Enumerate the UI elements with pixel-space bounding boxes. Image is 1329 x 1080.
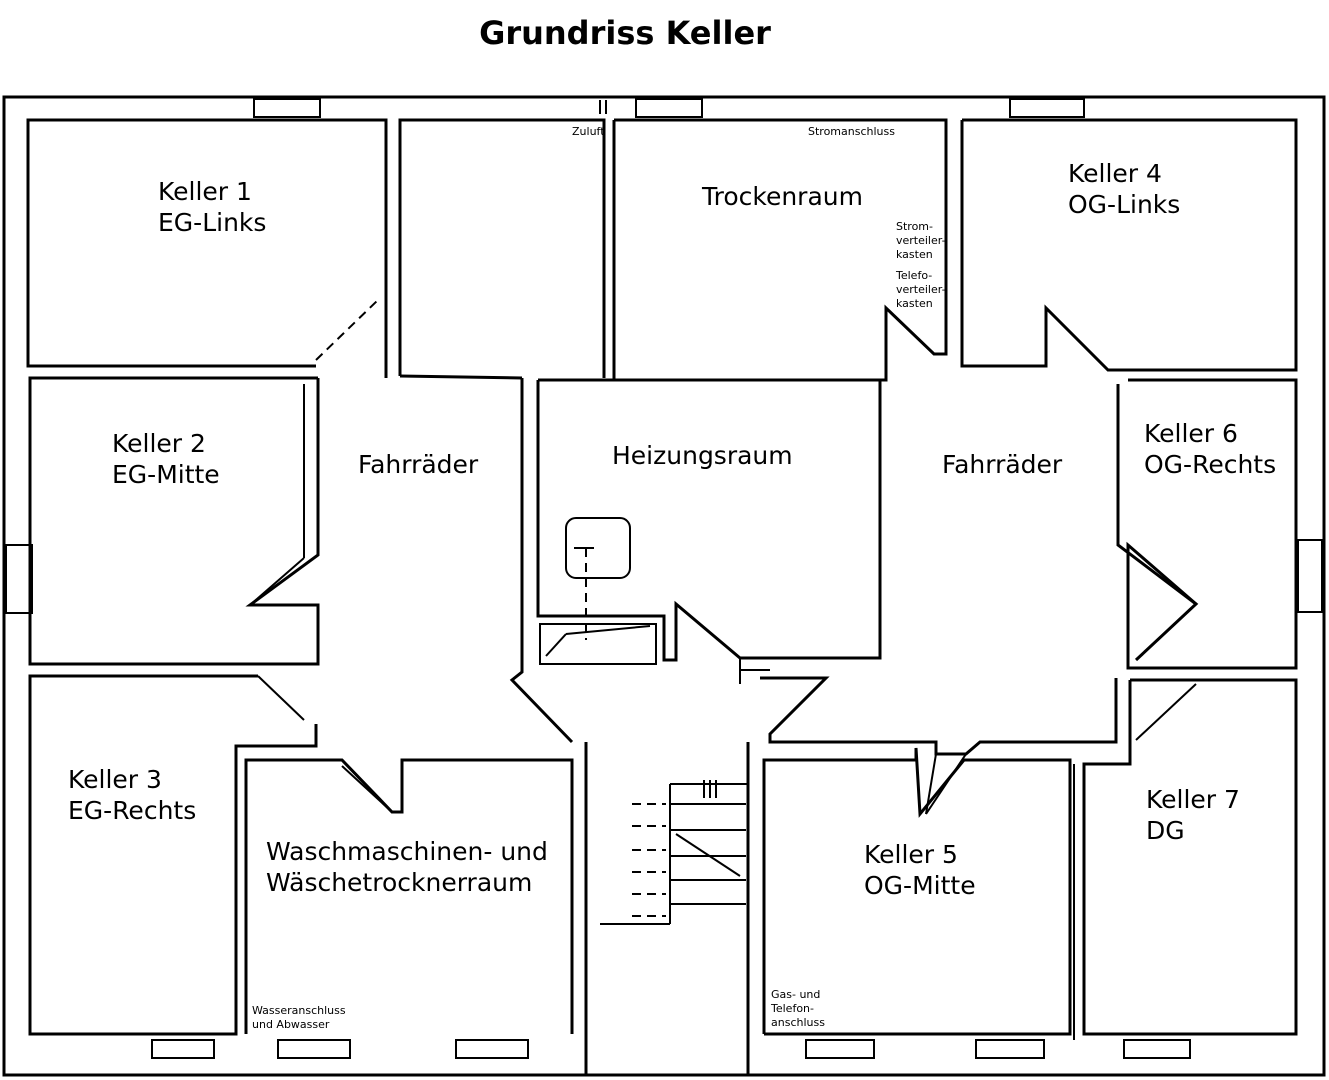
waschraum-label: Waschmaschinen- und — [266, 837, 548, 866]
keller-5-label: Keller 5 — [864, 840, 958, 869]
keller-4-sublabel: OG-Links — [1068, 190, 1180, 219]
wasser-note: Wasseranschluss — [252, 1004, 346, 1017]
window — [635, 98, 703, 118]
window — [277, 1039, 351, 1059]
room-wall-keller-5 — [762, 747, 1072, 1036]
fahrraeder-right-label: Fahrräder — [942, 450, 1063, 479]
room-wall-keller-7 — [1082, 678, 1298, 1036]
zuluft-note: Zuluft — [572, 125, 605, 138]
window — [1009, 98, 1085, 118]
keller-2-sublabel: EG-Mitte — [112, 460, 220, 489]
telefoverteiler-note: verteiler- — [896, 283, 946, 296]
window — [1123, 1039, 1191, 1059]
room-wall-keller-2 — [28, 376, 320, 666]
stromanschluss-note: Stromanschluss — [808, 125, 895, 138]
room-wall-keller-1 — [26, 118, 388, 368]
window — [1297, 539, 1323, 613]
keller-2-label: Keller 2 — [112, 429, 206, 458]
gas-note: Telefon- — [770, 1002, 814, 1015]
keller-5-sublabel: OG-Mitte — [864, 871, 976, 900]
keller-6-sublabel: OG-Rechts — [1144, 450, 1276, 479]
boiler — [565, 517, 631, 579]
heizungsraum-label: Heizungsraum — [612, 441, 793, 470]
keller-3-sublabel: EG-Rechts — [68, 796, 196, 825]
telefoverteiler-note: Telefo- — [895, 269, 932, 282]
gas-note: anschluss — [771, 1016, 825, 1029]
page-title: Grundriss Keller — [479, 14, 771, 52]
window — [975, 1039, 1045, 1059]
window — [151, 1039, 215, 1059]
window — [805, 1039, 875, 1059]
keller-6-label: Keller 6 — [1144, 419, 1238, 448]
keller-1-label: Keller 1 — [158, 177, 252, 206]
keller-1-sublabel: EG-Links — [158, 208, 266, 237]
stromverteiler-note: kasten — [896, 248, 933, 261]
stromverteiler-note: Strom- — [896, 220, 933, 233]
room-wall-keller-3 — [28, 674, 318, 1036]
window — [5, 544, 33, 614]
gas-note: Gas- und — [771, 988, 820, 1001]
tank — [539, 623, 657, 665]
trockenraum-label: Trockenraum — [701, 182, 863, 211]
window — [253, 98, 321, 118]
outer-wall — [2, 95, 1326, 1077]
keller-3-label: Keller 3 — [68, 765, 162, 794]
staircase — [600, 780, 748, 925]
waschraum-sublabel: Wäschetrocknerraum — [266, 868, 532, 897]
room-wall-waschraum — [244, 758, 574, 1034]
keller-4-label: Keller 4 — [1068, 159, 1162, 188]
keller-7-label: Keller 7 — [1146, 785, 1240, 814]
fahrraeder-left-label: Fahrräder — [358, 450, 479, 479]
keller-7-sublabel: DG — [1146, 816, 1185, 845]
stromverteiler-note: verteiler- — [896, 234, 946, 247]
room-wall-keller-4 — [960, 118, 1298, 372]
telefoverteiler-note: kasten — [896, 297, 933, 310]
window — [455, 1039, 529, 1059]
room-wall-heizungsraum — [536, 378, 882, 662]
wasser-note: und Abwasser — [252, 1018, 330, 1031]
